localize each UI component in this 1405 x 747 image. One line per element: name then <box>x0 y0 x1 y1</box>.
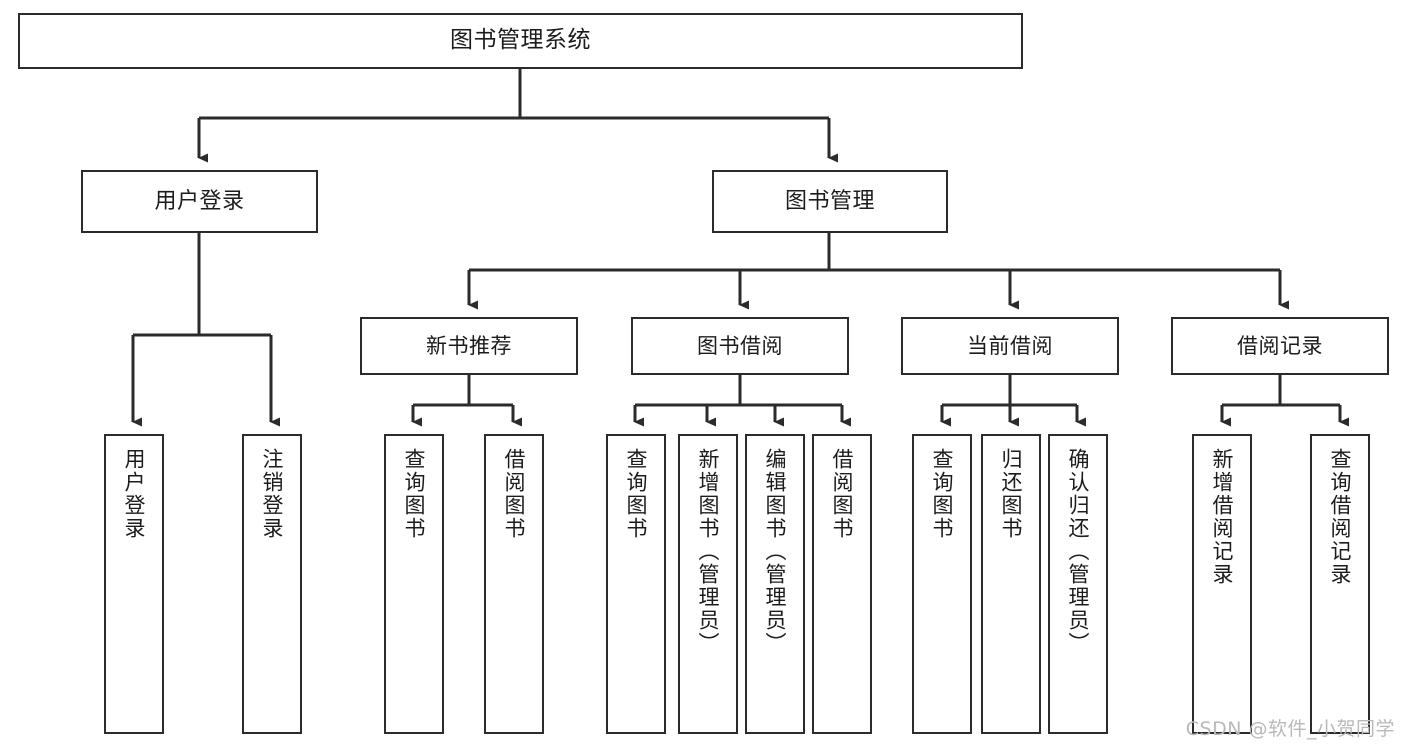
leaf-book-borrow-query-book[interactable]: 查询图书 <box>606 434 666 734</box>
node-label: 图书管理 <box>784 188 875 214</box>
leaf-current-borrow-return-book[interactable]: 归还图书 <box>981 434 1041 734</box>
node-label: 归还图书 <box>999 448 1024 540</box>
leaf-book-borrow-add-book-admin[interactable]: 新增图书（管理员） <box>678 434 738 734</box>
node-book-borrow[interactable]: 图书借阅 <box>631 317 849 375</box>
node-label: 注销登录 <box>260 448 285 540</box>
node-user-login[interactable]: 用户登录 <box>81 170 318 233</box>
node-label: 当前借阅 <box>967 333 1053 358</box>
node-label: 借阅记录 <box>1237 333 1323 358</box>
leaf-current-borrow-query-book[interactable]: 查询图书 <box>912 434 972 734</box>
leaf-user-login-logout[interactable]: 注销登录 <box>242 434 302 734</box>
node-new-book-recommend[interactable]: 新书推荐 <box>360 317 578 375</box>
node-label: 新增借阅记录 <box>1210 448 1235 586</box>
watermark: CSDN @软件_小贺同学 <box>1185 718 1395 740</box>
node-label: 图书管理系统 <box>450 27 591 54</box>
leaf-current-borrow-confirm-return-admin[interactable]: 确认归还（管理员） <box>1048 434 1108 734</box>
node-label: 新增图书（管理员） <box>696 448 721 655</box>
node-label: 确认归还（管理员） <box>1066 448 1091 655</box>
node-label: 用户登录 <box>122 448 147 540</box>
node-root-book-management-system[interactable]: 图书管理系统 <box>18 13 1023 69</box>
leaf-user-login-login[interactable]: 用户登录 <box>104 434 164 734</box>
leaf-new-book-query-book[interactable]: 查询图书 <box>384 434 444 734</box>
node-borrow-record[interactable]: 借阅记录 <box>1171 317 1389 375</box>
node-label: 查询图书 <box>624 448 649 540</box>
node-label: 新书推荐 <box>426 333 512 358</box>
node-label: 查询图书 <box>930 448 955 540</box>
leaf-book-borrow-borrow-book[interactable]: 借阅图书 <box>812 434 872 734</box>
node-label: 编辑图书（管理员） <box>763 448 788 655</box>
leaf-book-borrow-edit-book-admin[interactable]: 编辑图书（管理员） <box>745 434 805 734</box>
node-label: 图书借阅 <box>697 333 783 358</box>
node-label: 借阅图书 <box>830 448 855 540</box>
leaf-borrow-record-query-record[interactable]: 查询借阅记录 <box>1310 434 1370 734</box>
node-book-management[interactable]: 图书管理 <box>712 170 948 233</box>
node-label: 查询借阅记录 <box>1328 448 1353 586</box>
node-label: 借阅图书 <box>502 448 527 540</box>
node-label: 用户登录 <box>154 188 245 214</box>
leaf-new-book-borrow-book[interactable]: 借阅图书 <box>484 434 544 734</box>
leaf-borrow-record-add-record[interactable]: 新增借阅记录 <box>1192 434 1252 734</box>
node-current-borrow[interactable]: 当前借阅 <box>901 317 1119 375</box>
node-label: 查询图书 <box>402 448 427 540</box>
